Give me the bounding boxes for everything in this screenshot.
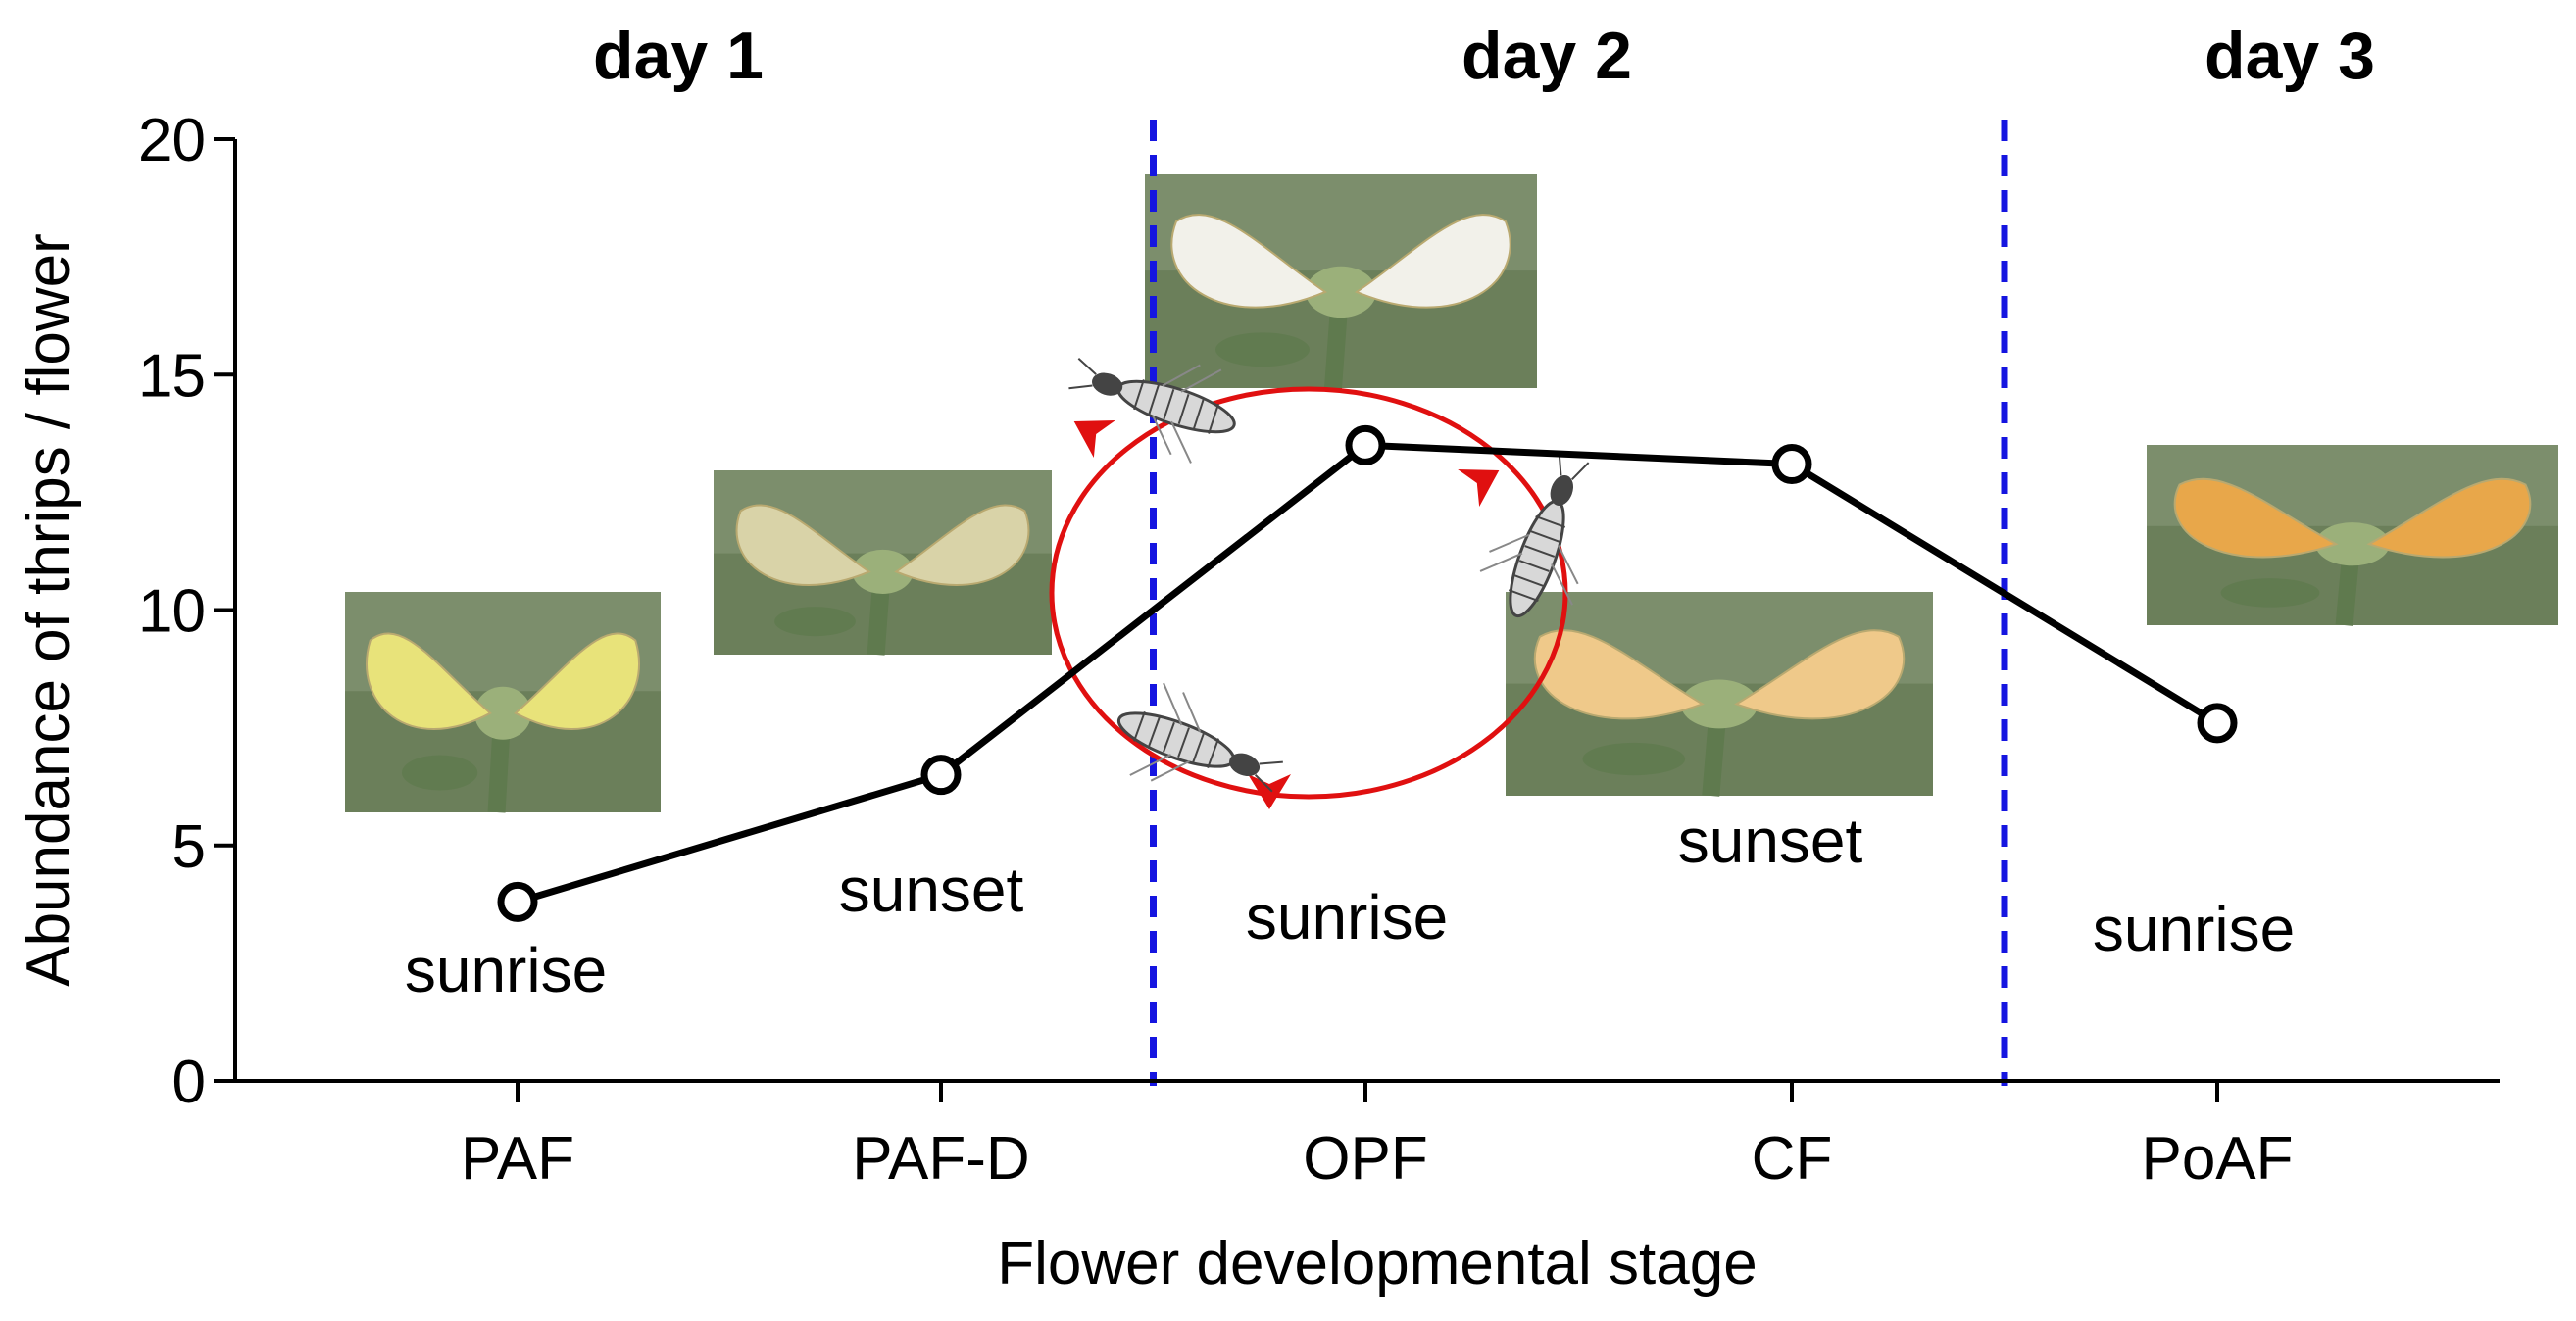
day-label: day 1 — [593, 19, 764, 93]
y-tick-label: 20 — [138, 107, 206, 174]
thrips-segment — [1148, 384, 1161, 416]
leaf-shape — [401, 755, 478, 791]
petal-right — [1354, 214, 1511, 309]
thrips-head — [1550, 474, 1574, 506]
petal-right — [894, 504, 1030, 586]
thrips-segment — [1163, 721, 1175, 753]
thrips-segment — [1208, 403, 1219, 434]
flower-photo-cf — [1506, 592, 1933, 797]
flower-photo-opf — [1145, 174, 1537, 389]
thrips-head — [1092, 372, 1123, 396]
point-annotation: sunset — [1678, 806, 1863, 876]
y-tick-label: 10 — [138, 578, 206, 646]
leaf-shape — [1215, 332, 1310, 367]
flower-photo-poaf — [2147, 445, 2558, 626]
flower-calyx — [1680, 679, 1759, 729]
day-label: day 3 — [2204, 19, 2375, 93]
petal-right — [2366, 477, 2532, 559]
data-point-cf — [1771, 444, 1812, 485]
point-annotation: sunset — [839, 855, 1024, 925]
x-tick-label: PAF — [461, 1125, 574, 1193]
thrips-antennae — [1254, 760, 1283, 793]
thrips-cycle-diagram — [1049, 358, 1590, 809]
cycle-arrowhead — [1458, 468, 1500, 508]
flower-photos — [345, 174, 2558, 813]
petal-left — [1170, 214, 1328, 309]
day-label: day 2 — [1461, 19, 1632, 93]
flower-calyx — [2315, 522, 2390, 566]
flower-photo-paf — [345, 592, 661, 813]
x-tick-label: PoAF — [2141, 1125, 2293, 1193]
petal-right — [514, 632, 640, 730]
thrips-icon — [1116, 682, 1283, 793]
thrips-segment — [1529, 530, 1560, 543]
text-labels: day 1 day 2 day 3 sunrise sunset sunrise sunse… — [405, 19, 2375, 1005]
petal-right — [1734, 629, 1906, 720]
petal-left — [1533, 629, 1705, 720]
thrips-segment — [1513, 574, 1545, 587]
thrips-segment — [1207, 738, 1219, 769]
x-tick-label: CF — [1752, 1125, 1833, 1193]
flower-photo-paf-d — [714, 470, 1052, 656]
petal-left — [366, 632, 492, 730]
thrips-icon — [1068, 358, 1236, 464]
day-dividers — [1150, 120, 2008, 1086]
thrips-segment — [1148, 716, 1161, 748]
thrips-segment — [1177, 393, 1190, 424]
data-point-opf — [1345, 424, 1386, 465]
leaf-shape — [1582, 742, 1686, 776]
thrips-segment — [1508, 589, 1539, 602]
x-tick-label: PAF-D — [852, 1125, 1029, 1193]
flower-calyx — [852, 549, 914, 594]
thrips-segment — [1518, 560, 1550, 572]
petal-left — [2173, 477, 2339, 559]
leaf-shape — [774, 607, 856, 637]
y-tick-label: 5 — [173, 813, 206, 881]
thrips-segment — [1163, 389, 1175, 420]
cycle-arrowhead — [1248, 774, 1291, 809]
thrips-wings — [1152, 364, 1222, 464]
x-axis-title: Flower developmental stage — [997, 1230, 1757, 1297]
thrips-segment — [1133, 379, 1145, 411]
thrips-icon — [1479, 452, 1590, 618]
thrips-segment — [1192, 398, 1205, 429]
thrips-wings — [1479, 533, 1579, 606]
flower-calyx — [474, 686, 531, 740]
thrips-segment — [1524, 545, 1556, 558]
point-annotation: sunrise — [405, 935, 607, 1005]
data-point-paf-d — [920, 755, 962, 796]
thrips-segment — [1177, 727, 1190, 758]
point-annotation: sunrise — [1246, 882, 1448, 953]
thrips-antennae — [1068, 358, 1097, 390]
thrips-wings — [1129, 682, 1202, 782]
petal-left — [735, 504, 871, 586]
leaf-shape — [2220, 578, 2320, 608]
y-axis-title: Abundance of thrips / flower — [15, 233, 82, 987]
thrips-segment — [1133, 710, 1146, 742]
point-annotation: sunrise — [2093, 894, 2295, 964]
data-point-poaf — [2197, 703, 2238, 744]
data-point-paf — [497, 881, 538, 922]
thrips-segment — [1192, 732, 1205, 763]
flower-calyx — [1306, 266, 1376, 318]
series-abundance — [497, 424, 2238, 922]
thrips-head — [1229, 753, 1261, 777]
y-tick-label: 0 — [173, 1049, 206, 1116]
thrips-segment — [1535, 515, 1566, 528]
y-tick-label: 15 — [138, 342, 206, 410]
cycle-arrowhead — [1073, 419, 1115, 459]
x-tick-label: OPF — [1303, 1125, 1427, 1193]
